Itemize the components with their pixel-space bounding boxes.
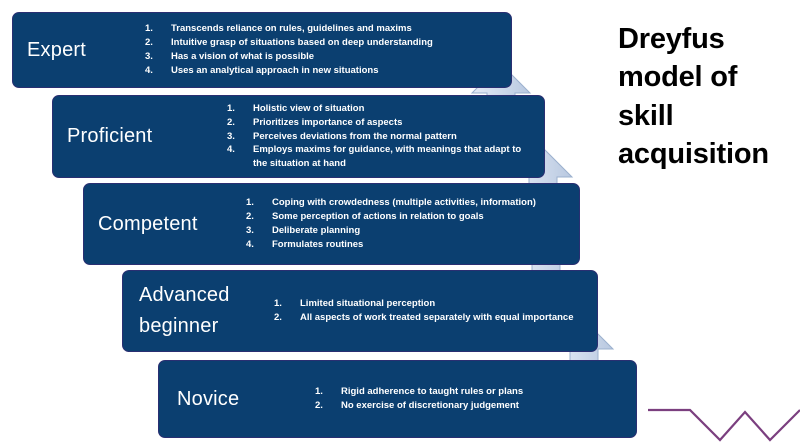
list-item: 3. Deliberate planning — [246, 224, 571, 238]
tier-expert[interactable]: Expert 1. Transcends reliance on rules, … — [12, 12, 512, 88]
point-text: No exercise of discretionary judgement — [341, 400, 519, 411]
point-text: Prioritizes importance of aspects — [253, 116, 403, 128]
tier-advanced-beginner-label: Advanced beginner — [139, 284, 230, 337]
point-number: 2. — [145, 37, 153, 49]
list-item: 2. No exercise of discretionary judgemen… — [315, 399, 628, 413]
point-text: Employs maxims for guidance, with meanin… — [253, 144, 522, 170]
point-text: Coping with crowdedness (multiple activi… — [272, 197, 536, 209]
tier-novice[interactable]: Novice 1. Rigid adherence to taught rule… — [158, 360, 637, 438]
point-text: Some perception of actions in relation t… — [272, 211, 484, 223]
point-number: 2. — [274, 312, 282, 323]
list-item: 2. Prioritizes importance of aspects — [227, 116, 536, 130]
point-number: 2. — [227, 116, 235, 128]
tier-competent-points: 1. Coping with crowdedness (multiple act… — [246, 196, 571, 251]
tier-proficient-label: Proficient — [67, 125, 153, 147]
tier-novice-points: 1. Rigid adherence to taught rules or pl… — [315, 385, 628, 413]
list-item: 2. Intuitive grasp of situations based o… — [145, 36, 503, 50]
list-item: 3. Perceives deviations from the normal … — [227, 130, 536, 144]
list-item: 1. Holistic view of situation — [227, 102, 536, 116]
zigzag-decoration — [648, 396, 800, 443]
list-item: 1. Limited situational perception — [274, 297, 589, 311]
point-number: 3. — [227, 130, 235, 142]
list-item: 4. Employs maxims for guidance, with mea… — [227, 143, 536, 171]
point-number: 1. — [145, 23, 153, 35]
point-number: 3. — [145, 51, 153, 62]
point-text: Uses an analytical approach in new situa… — [171, 64, 379, 76]
tier-novice-label: Novice — [177, 387, 240, 410]
list-item: 1. Transcends reliance on rules, guideli… — [145, 22, 503, 36]
tier-advanced-beginner-points: 1. Limited situational perception 2. All… — [274, 297, 589, 325]
point-text: Transcends reliance on rules, guidelines… — [171, 23, 412, 35]
tier-proficient[interactable]: Proficient 1. Holistic view of situation… — [52, 95, 545, 178]
point-number: 4. — [145, 64, 153, 76]
point-text: Deliberate planning — [272, 225, 361, 236]
point-number: 2. — [246, 211, 254, 223]
point-number: 3. — [246, 225, 254, 236]
tier-expert-points: 1. Transcends reliance on rules, guideli… — [145, 22, 503, 77]
page-title: Dreyfus model of skill acquisition — [618, 23, 769, 170]
tier-proficient-points: 1. Holistic view of situation 2. Priorit… — [227, 102, 536, 171]
list-item: 2. All aspects of work treated separatel… — [274, 311, 589, 325]
tier-competent-label: Competent — [98, 212, 198, 235]
point-text: Holistic view of situation — [253, 103, 365, 115]
point-text: Limited situational perception — [300, 298, 436, 310]
point-text: Intuitive grasp of situations based on d… — [171, 37, 433, 49]
point-number: 1. — [246, 197, 254, 209]
point-text: Has a vision of what is possible — [171, 51, 315, 62]
point-text: Perceives deviations from the normal pat… — [253, 130, 457, 142]
list-item: 1. Coping with crowdedness (multiple act… — [246, 196, 571, 210]
list-item: 3. Has a vision of what is possible — [145, 50, 503, 64]
list-item: 1. Rigid adherence to taught rules or pl… — [315, 385, 628, 399]
list-item: 4. Formulates routines — [246, 238, 571, 252]
point-number: 1. — [227, 103, 235, 115]
point-number: 4. — [227, 144, 235, 156]
point-number: 1. — [315, 386, 323, 398]
list-item: 2. Some perception of actions in relatio… — [246, 210, 571, 224]
list-item: 4. Uses an analytical approach in new si… — [145, 64, 503, 78]
point-number: 4. — [246, 238, 254, 250]
point-text: Rigid adherence to taught rules or plans — [341, 386, 524, 398]
point-number: 2. — [315, 400, 323, 411]
point-number: 1. — [274, 298, 282, 310]
point-text: All aspects of work treated separately w… — [300, 312, 574, 323]
tier-competent[interactable]: Competent 1. Coping with crowdedness (mu… — [83, 183, 580, 265]
point-text: Formulates routines — [272, 238, 364, 250]
tier-expert-label: Expert — [27, 38, 87, 61]
tier-advanced-beginner[interactable]: Advanced beginner 1. Limited situational… — [122, 270, 598, 352]
